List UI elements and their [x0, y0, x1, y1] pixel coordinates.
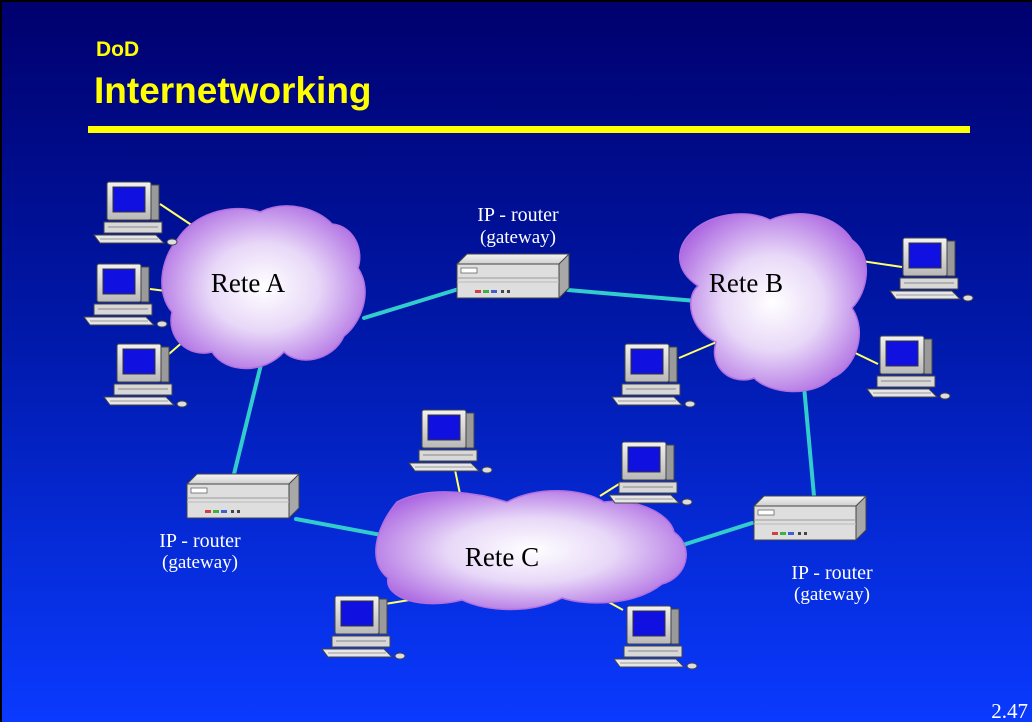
network-cloud-C — [375, 490, 687, 611]
router-label: IP - router — [477, 204, 559, 226]
computer-icon — [408, 409, 493, 474]
title-underline — [88, 126, 970, 133]
computer-icon — [83, 263, 168, 328]
computer-icon — [103, 343, 188, 408]
link-B-router-right — [802, 384, 816, 498]
host-link — [599, 483, 620, 497]
computer-icon — [866, 335, 951, 400]
computer-icon — [613, 605, 698, 670]
network-cloud-B — [678, 213, 867, 393]
computer-icon — [611, 343, 696, 408]
computer-icon — [608, 441, 693, 506]
network-label-B: Rete B — [709, 268, 783, 298]
slide-number: 2.47 — [991, 699, 1028, 722]
computer-icon — [321, 595, 406, 660]
router-icon — [753, 495, 867, 541]
link-router-left-C — [294, 517, 394, 539]
link-router-top-B — [566, 288, 710, 304]
router-label: IP - router — [159, 530, 241, 552]
slide-subtitle: DoD — [96, 38, 140, 61]
network-label-C: Rete C — [465, 542, 539, 572]
router-icon — [456, 253, 570, 299]
router-icon — [186, 473, 300, 519]
slide-title: Internetworking — [94, 70, 372, 111]
network-cloud-A — [161, 205, 366, 370]
link-A-router-top — [362, 286, 464, 320]
router-sublabel: (gateway) — [794, 584, 870, 605]
router-sublabel: (gateway) — [480, 227, 556, 248]
network-label-A: Rete A — [211, 268, 286, 298]
router-label: IP - router — [791, 562, 873, 584]
computer-icon — [889, 237, 974, 302]
computer-icon — [93, 181, 178, 246]
router-sublabel: (gateway) — [162, 552, 238, 573]
